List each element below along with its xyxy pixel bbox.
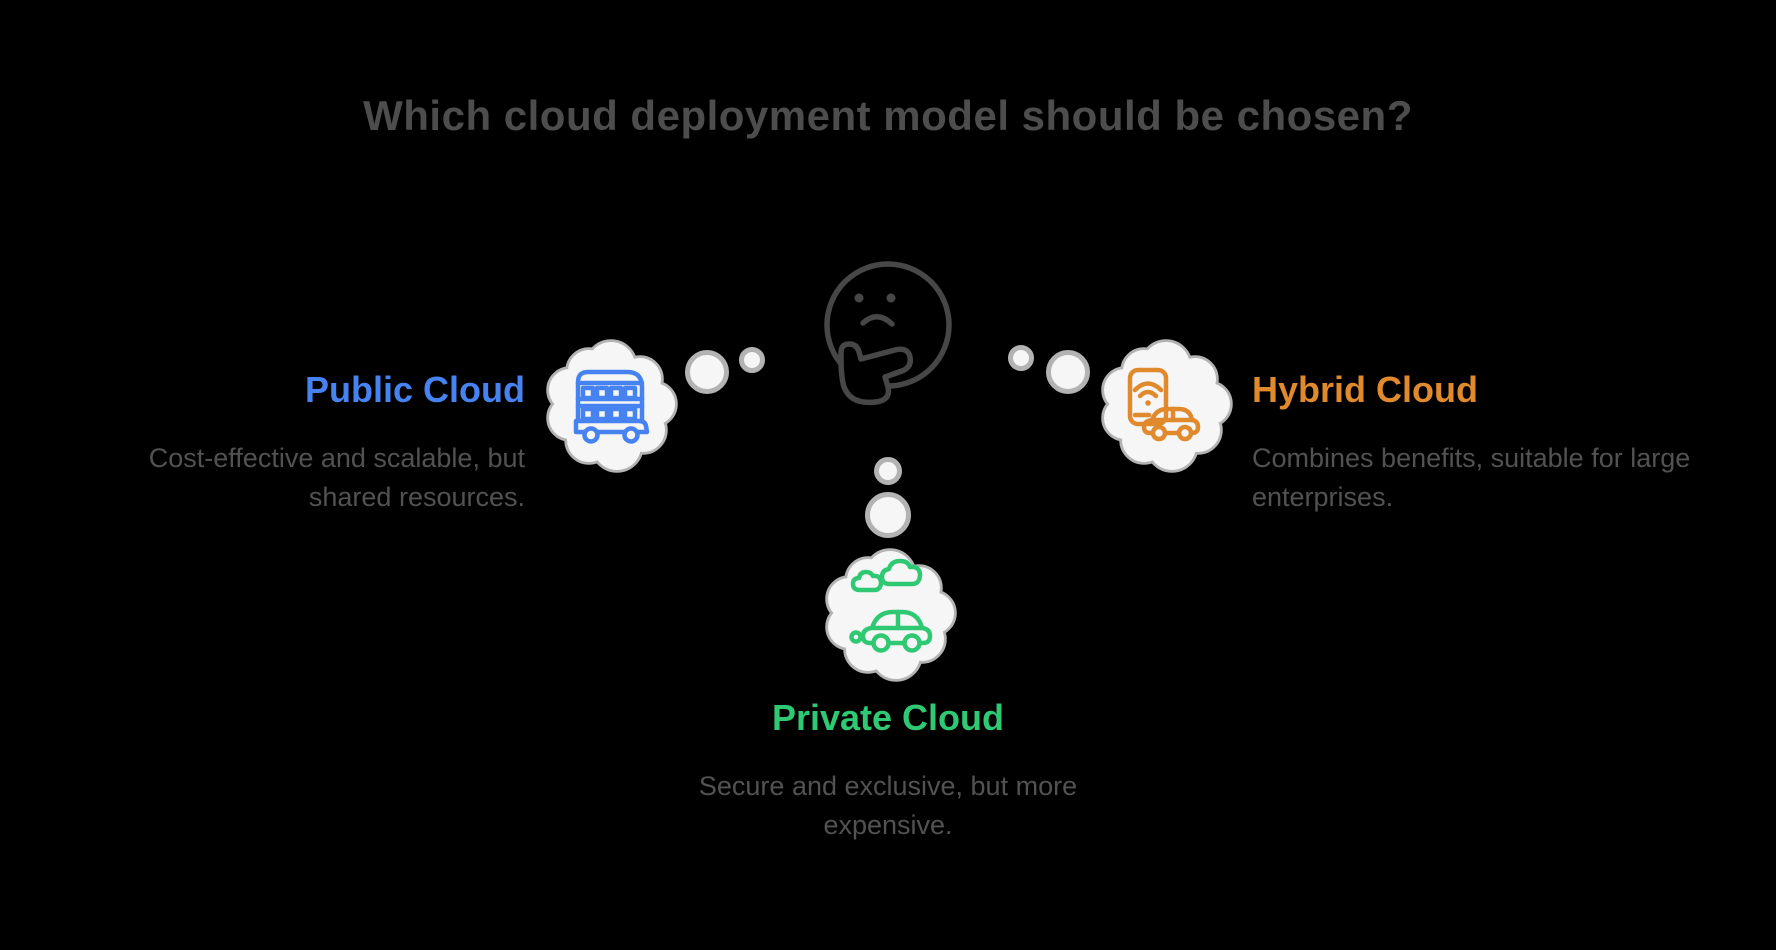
option-hybrid-cloud: Hybrid Cloud Combines benefits, suitable… (1252, 369, 1722, 517)
option-private-cloud-title: Private Cloud (771, 697, 1005, 738)
left-eye (854, 293, 864, 303)
thought-trail-dot (865, 492, 911, 538)
phone-hailing-car-icon (1127, 367, 1201, 442)
option-public-cloud-description: Cost-effective and scalable, but shared … (148, 443, 525, 512)
thought-trail-dot (874, 457, 902, 485)
double-decker-bus-icon (573, 369, 650, 444)
thought-trail-dot (685, 350, 729, 394)
thought-trail-dot (1046, 350, 1090, 394)
thought-cloud-private (810, 535, 970, 695)
thinking-face-icon (824, 261, 952, 406)
option-private-cloud-description: Secure and exclusive, but more expensive… (698, 771, 1078, 840)
option-hybrid-cloud-title: Hybrid Cloud (1252, 369, 1478, 410)
frown-mouth (860, 314, 895, 327)
private-car-clouds-icon (849, 558, 933, 653)
option-private-cloud: Private Cloud Secure and exclusive, but … (638, 697, 1138, 845)
thought-cloud-public (531, 326, 691, 486)
option-public-cloud: Public Cloud Cost-effective and scalable… (70, 369, 525, 517)
right-eye (886, 293, 896, 303)
thought-trail-dot (1008, 345, 1034, 371)
thought-trail-dot (739, 347, 765, 373)
option-public-cloud-title: Public Cloud (305, 369, 525, 410)
page-title: Which cloud deployment model should be c… (363, 92, 1413, 139)
option-hybrid-cloud-description: Combines benefits, suitable for large en… (1252, 443, 1691, 512)
thought-cloud-hybrid (1086, 326, 1246, 486)
thinking-hand-icon (838, 341, 914, 406)
